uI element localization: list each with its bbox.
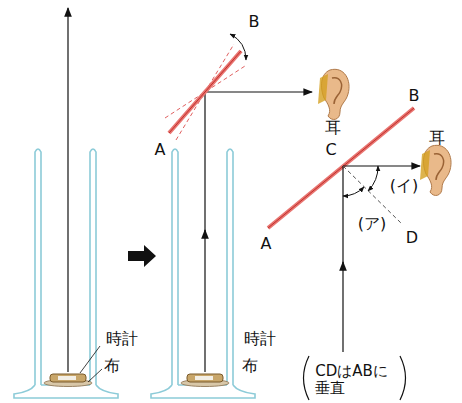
part-label: 布 [242,357,258,375]
rotation-arrow [230,34,246,60]
angle-arc [368,166,378,191]
glass-tube [151,149,255,398]
point-label: D [406,229,418,247]
incident-ray [342,262,343,352]
part-label: 時計 [244,330,276,348]
sound-ray [204,92,205,232]
sound-ray [204,230,205,372]
point-label: C [325,141,336,159]
reflector-board [268,108,414,228]
point-label: B [249,13,260,31]
sound-ray [67,8,68,372]
ear [420,145,451,195]
reflected-ray [343,165,420,166]
reflector-board [268,108,414,228]
part-label: 布 [104,357,120,375]
incident-ray [342,166,343,264]
clock [44,374,92,387]
reflector-board [169,51,241,133]
point-label: A [261,235,272,253]
ear [318,69,349,119]
leader-line [80,346,100,373]
angle-label: (ア) [358,215,386,233]
bracket [304,356,310,400]
point-label: A [155,141,166,159]
glass-tube [14,149,118,398]
reflector-board [169,51,241,133]
ear-label: 耳 [325,119,341,137]
bracket [400,356,406,400]
clock [181,374,229,387]
angle-label: (イ) [390,177,418,195]
step-arrow [128,245,156,267]
sound-ray [205,91,312,92]
leader-line [88,369,102,382]
part-label: 時計 [106,330,138,348]
angle-arc [343,187,364,196]
ear-label: 耳 [429,129,445,147]
note: CDはABに垂直 [315,363,395,396]
point-label: B [409,87,420,105]
